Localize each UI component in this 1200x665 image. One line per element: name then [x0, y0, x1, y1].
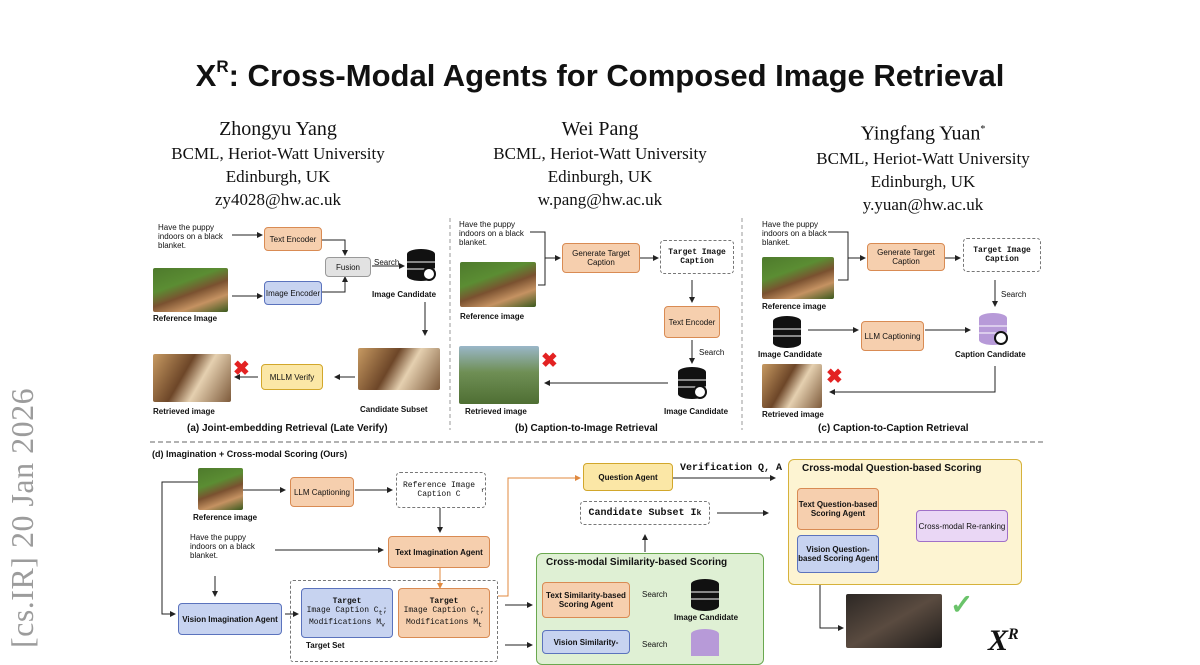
panel-d-caption: (d) Imagination + Cross-modal Scoring (O…: [152, 449, 348, 459]
author-block-3: Yingfang Yuan* BCML, Heriot-Watt Univers…: [763, 117, 1083, 216]
author-email[interactable]: y.yuan@hw.ac.uk: [862, 194, 984, 214]
author-affiliation: BCML, Heriot-Watt University: [493, 144, 707, 163]
image-candidate-label-a: Image Candidate: [372, 290, 437, 299]
author-affiliation: BCML, Heriot-Watt University: [171, 144, 385, 163]
query-text-d: Have the puppy indoors on a black blanke…: [190, 533, 255, 560]
target-caption-box-c: Target Image Caption: [963, 238, 1041, 272]
reference-image-label-b: Reference image: [460, 312, 525, 321]
text-encoder-box-a: Text Encoder: [264, 227, 322, 251]
query-text-a: Have the puppy indoors on a black blanke…: [158, 223, 223, 250]
author-block-2: Wei Pang BCML, Heriot-Watt University Ed…: [440, 117, 760, 211]
target-set-label: Target Set: [306, 641, 345, 650]
target-vision-box: Target Image Caption Ct; Modifications M…: [301, 588, 393, 638]
database-icon-d: [691, 579, 719, 611]
vision-question-agent-box: Vision Question-based Scoring Agent: [797, 535, 879, 573]
author-name: Wei Pang: [561, 118, 639, 140]
reference-image-a: [153, 268, 228, 312]
target-caption-box-b: Target Image Caption: [660, 240, 734, 274]
paper-title: XR: Cross-Modal Agents for Composed Imag…: [195, 56, 1005, 93]
reranking-box: Cross-modal Re-ranking: [916, 510, 1008, 542]
author-location: Edinburgh, UK: [225, 167, 331, 186]
fusion-box-a: Fusion: [325, 257, 371, 277]
caption-candidate-label-c: Caption Candidate: [955, 350, 1026, 359]
correct-check-icon: ✓: [950, 589, 974, 620]
xr-logo: XR: [988, 624, 1019, 657]
database-icon-a: [407, 249, 436, 281]
image-candidate-label-b: Image Candidate: [664, 407, 729, 416]
search-label-d2: Search: [642, 640, 668, 649]
image-candidate-label-c: Image Candidate: [758, 350, 823, 359]
query-text-c: Have the puppy indoors on a black blanke…: [762, 220, 827, 247]
author-name: Yingfang Yuan*: [860, 122, 986, 145]
vision-similarity-agent-box: Vision Similarity-: [542, 630, 630, 654]
reference-image-d: [198, 468, 243, 510]
author-location: Edinburgh, UK: [547, 167, 653, 186]
text-similarity-agent-box: Text Similarity-based Scoring Agent: [542, 582, 630, 618]
reference-image-c: [762, 257, 834, 299]
author-location: Edinburgh, UK: [870, 171, 976, 191]
retrieved-image-label-b: Retrieved image: [465, 407, 527, 416]
reference-image-b: [460, 262, 536, 307]
reference-image-label-a: Reference Image: [153, 314, 218, 323]
retrieved-image-b: [459, 346, 539, 404]
llm-captioning-box-d: LLM Captioning: [290, 477, 354, 507]
wrong-mark-icon: ✖: [541, 350, 558, 372]
author-block-1: Zhongyu Yang BCML, Heriot-Watt Universit…: [118, 117, 438, 211]
similarity-panel-title: Cross-modal Similarity-based Scoring: [546, 557, 728, 568]
image-encoder-box-a: Image Encoder: [264, 281, 322, 305]
target-text-box: Target Image Caption Ct; Modifications M…: [398, 588, 490, 638]
caption-database-icon-c: [979, 313, 1008, 345]
caption-database-icon-d: [691, 629, 719, 656]
generate-caption-box-c: Generate Target Caption: [867, 243, 945, 271]
search-label-a: Search: [374, 258, 400, 267]
reference-image-label-c: Reference image: [762, 302, 827, 311]
author-affiliation: BCML, Heriot-Watt University: [816, 148, 1030, 168]
panel-c-caption: (c) Caption-to-Caption Retrieval: [818, 423, 969, 434]
author-name: Zhongyu Yang: [219, 118, 337, 140]
retrieved-image-a: [153, 354, 231, 402]
retrieved-image-label-a: Retrieved image: [153, 407, 215, 416]
search-label-b: Search: [699, 348, 725, 357]
search-label-c: Search: [1001, 290, 1027, 299]
verification-label: Verification Q, A: [680, 463, 783, 474]
final-retrieved-image: [846, 594, 942, 648]
generate-caption-box-b: Generate Target Caption: [562, 243, 640, 273]
figure-arrows: [150, 218, 1045, 648]
panel-b-caption: (b) Caption-to-Image Retrieval: [515, 423, 658, 434]
wrong-mark-icon: ✖: [233, 358, 250, 380]
reference-image-label-d: Reference image: [193, 513, 258, 522]
wrong-mark-icon: ✖: [826, 366, 843, 388]
image-candidate-label-d: Image Candidate: [674, 613, 739, 622]
question-agent-box: Question Agent: [583, 463, 673, 491]
text-imagination-agent-box: Text Imagination Agent: [388, 536, 490, 568]
candidate-subset-images-a: [358, 348, 440, 390]
author-email[interactable]: w.pang@hw.ac.uk: [537, 190, 663, 209]
database-icon-b: [678, 367, 707, 399]
question-panel-title: Cross-modal Question-based Scoring: [802, 463, 982, 474]
candidate-subset-label-a: Candidate Subset: [360, 405, 428, 414]
text-question-agent-box: Text Question-based Scoring Agent: [797, 488, 879, 530]
text-encoder-box-b: Text Encoder: [664, 306, 720, 338]
llm-captioning-box-c: LLM Captioning: [861, 321, 924, 351]
mllm-verify-box-a: MLLM Verify: [261, 364, 323, 390]
retrieved-image-label-c: Retrieved image: [762, 410, 824, 419]
search-label-d1: Search: [642, 590, 668, 599]
query-text-b: Have the puppy indoors on a black blanke…: [459, 220, 524, 247]
retrieved-image-c: [762, 364, 822, 408]
author-email[interactable]: zy4028@hw.ac.uk: [215, 190, 341, 209]
database-icon-c: [773, 316, 801, 348]
vision-imagination-agent-box: Vision Imagination Agent: [178, 603, 282, 635]
panel-a-caption: (a) Joint-embedding Retrieval (Late Veri…: [187, 423, 388, 434]
